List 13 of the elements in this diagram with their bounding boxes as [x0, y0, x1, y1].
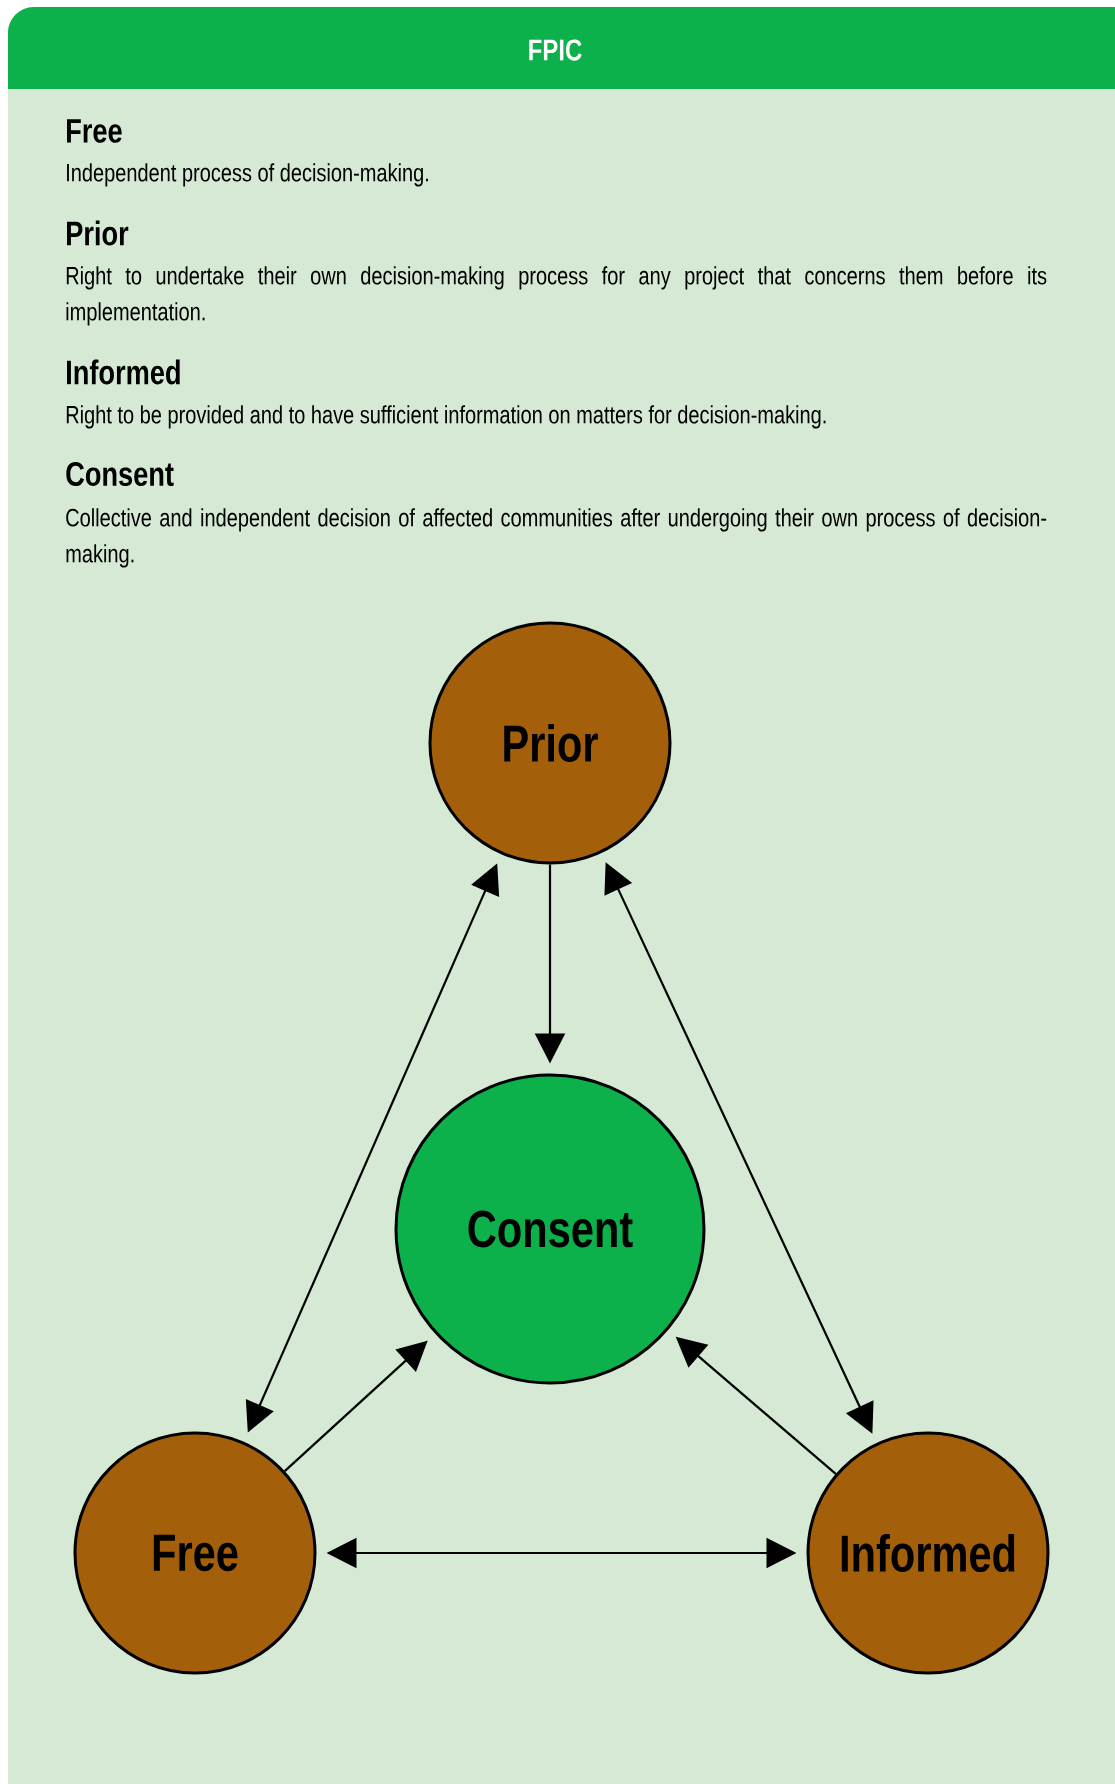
definition-text: Right to undertake their own decision-making process for any project that concerns them before its implementation. — [66, 266, 1047, 326]
definition-text: Collective and independent decision of affected communities after undergoing their own process of decision-making. — [66, 508, 1047, 568]
definition-text: Right to be provided and to have sufficient information on matters for decision-making. — [66, 405, 826, 429]
section-heading: Consent — [66, 461, 174, 487]
circle-node: Consent — [394, 1073, 706, 1385]
circle-node: Informed — [806, 1431, 1050, 1675]
section-heading: Informed — [67, 359, 180, 385]
section-heading: Prior — [67, 220, 129, 246]
circle-node: Free — [73, 1431, 317, 1675]
section-heading: Free — [67, 119, 122, 143]
header-bar: FPIC — [8, 7, 1115, 89]
definition-text: Independent process of decision-making. — [67, 163, 428, 187]
circle-node: Prior — [428, 621, 672, 865]
